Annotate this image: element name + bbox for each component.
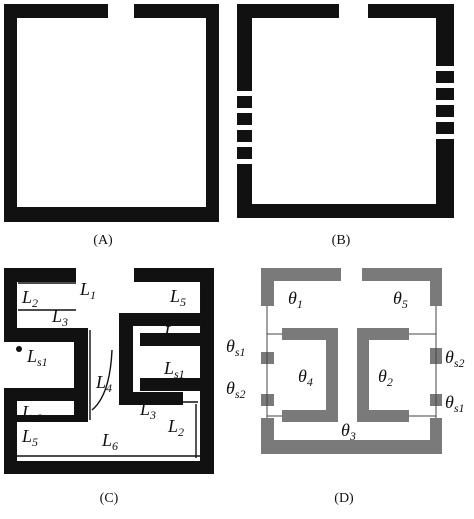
label-theta2: θ2 bbox=[378, 366, 393, 389]
caption-c: (C) bbox=[100, 491, 119, 506]
label-theta-s2-right: θs2 bbox=[445, 347, 465, 370]
panel-c-geometry bbox=[4, 268, 214, 474]
label-theta-s2-left: θs2 bbox=[226, 378, 246, 401]
label-theta-s1-left: θs1 bbox=[226, 336, 246, 359]
label-theta1: θ1 bbox=[288, 288, 303, 311]
label-l6: L6 bbox=[101, 430, 118, 453]
label-ls2-right: Ls2 bbox=[163, 322, 185, 345]
panel-c-dimension-arrows bbox=[4, 282, 205, 458]
label-theta5: θ5 bbox=[393, 288, 408, 311]
label-l2-top: L2 bbox=[21, 287, 38, 310]
label-theta-s1-right: θs1 bbox=[445, 392, 465, 415]
label-ls1-right: Ls1 bbox=[163, 358, 185, 381]
panel-d-model bbox=[261, 268, 442, 454]
panel-a-ring bbox=[4, 4, 219, 222]
label-ls2-left: Ls2 bbox=[21, 402, 43, 425]
caption-d: (D) bbox=[334, 491, 354, 506]
caption-a: (A) bbox=[93, 233, 113, 248]
panel-b-ring bbox=[237, 4, 454, 218]
caption-b: (B) bbox=[332, 233, 351, 248]
label-l4: L4 bbox=[95, 372, 112, 395]
label-l3-bottom: L3 bbox=[139, 399, 156, 422]
label-theta4: θ4 bbox=[298, 366, 313, 389]
label-l3-top: L3 bbox=[51, 306, 68, 329]
label-theta3: θ3 bbox=[341, 420, 356, 443]
label-l5-left: L5 bbox=[21, 426, 38, 449]
label-l1: L1 bbox=[79, 279, 96, 302]
label-l5-right: L5 bbox=[169, 286, 186, 309]
label-ls1-left: Ls1 bbox=[26, 346, 48, 369]
label-l2-bottom: L2 bbox=[167, 416, 184, 439]
